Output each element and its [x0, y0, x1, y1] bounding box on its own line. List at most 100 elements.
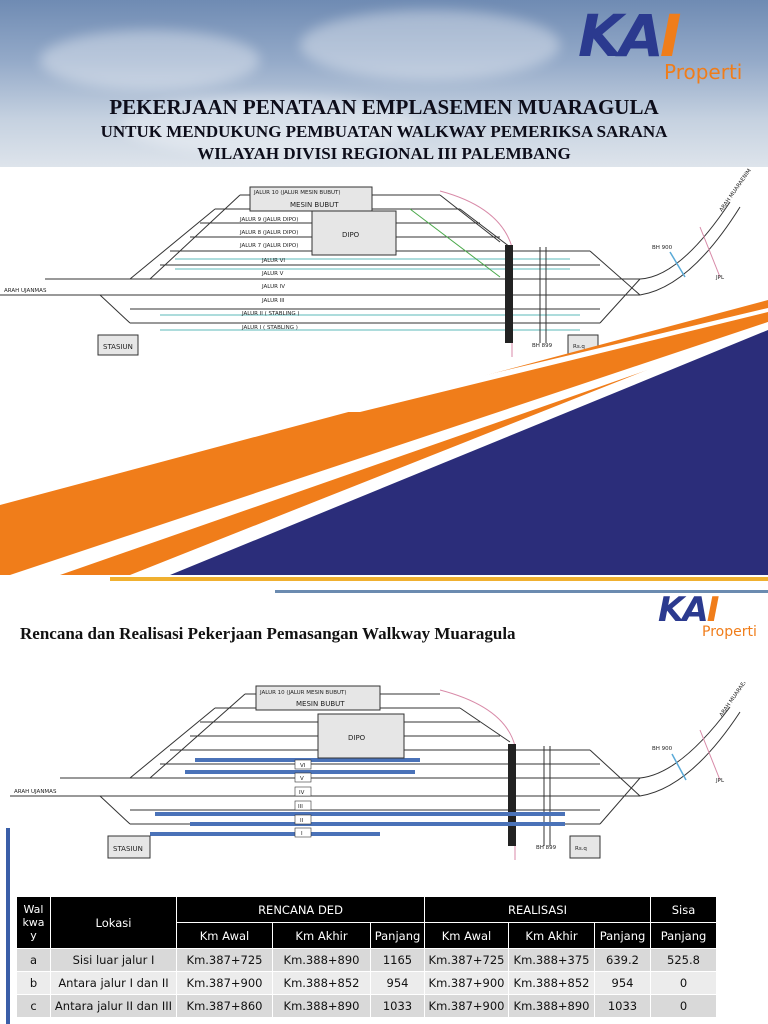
cell-sisa: 0 — [650, 994, 717, 1018]
cell-id: a — [16, 948, 51, 972]
table-row: b Antara jalur I dan II Km.387+900 Km.38… — [16, 971, 717, 995]
cell-km: Km.388+852 — [272, 971, 371, 995]
header-walkway: Walkway — [16, 896, 51, 949]
slide-walkway: KAI Properti Rencana dan Realisasi Peker… — [0, 590, 768, 1024]
direction-label: ARAH UJANMAS — [14, 789, 57, 795]
cell-panjang: 1033 — [370, 994, 425, 1018]
direction-label: ARAH MUARAENIM — [719, 682, 753, 718]
building-label: Rs.q — [573, 344, 585, 350]
header-sisa: Sisa — [650, 896, 717, 923]
building-label: MESIN BUBUT — [296, 700, 345, 708]
track-label: JALUR III — [261, 298, 285, 304]
track-layout-diagram: JALUR 10 (JALUR MESIN BUBUT) MESIN BUBUT… — [0, 167, 768, 357]
cell-id: c — [16, 994, 51, 1018]
track-label: JALUR IV — [261, 284, 285, 290]
building-dipo — [311, 210, 397, 256]
slide-cover: KAI Properti PEKERJAAN PENATAAN EMPLASEM… — [0, 0, 768, 581]
divider-line — [275, 590, 768, 593]
building-label: DIPO — [342, 231, 360, 239]
logo-letter: A — [618, 2, 664, 70]
header-km-akhir: Km Akhir — [272, 922, 371, 949]
header-text: Walkway — [22, 903, 45, 942]
walkway-diagram: VI V IV III II I JALUR 10 (JALUR MESIN B… — [10, 682, 753, 860]
cell-km: Km.387+900 — [424, 994, 509, 1018]
building-dipo — [317, 713, 405, 759]
header-lokasi: Lokasi — [50, 896, 177, 949]
table-row: a Sisi luar jalur I Km.387+725 Km.388+89… — [16, 948, 717, 972]
building-label: STASIUN — [113, 845, 143, 853]
bh-label: BH 900 — [652, 245, 673, 251]
cell-panjang: 954 — [370, 971, 425, 995]
kai-logo-small: KAI Properti — [658, 590, 757, 640]
building-mesin-bubut — [255, 685, 381, 711]
kai-logo: KAI Properti — [578, 2, 742, 84]
track-label: JALUR VI — [261, 258, 285, 264]
table-row: c Antara jalur II dan III Km.387+860 Km.… — [16, 994, 717, 1018]
header-km-akhir: Km Akhir — [508, 922, 595, 949]
building-label: MESIN BUBUT — [290, 201, 339, 209]
cell-km: Km.387+725 — [176, 948, 273, 972]
cell-km: Km.388+890 — [508, 994, 595, 1018]
cell-km: Km.387+860 — [176, 994, 273, 1018]
jpl-label: JPL — [715, 778, 725, 784]
cell-id: b — [16, 971, 51, 995]
walkway-table: Walkway Lokasi RENCANA DED REALISASI Sis… — [16, 896, 717, 1018]
track-label: JALUR 10 (JALUR MESIN BUBUT) — [259, 690, 347, 696]
cell-km: Km.388+890 — [272, 994, 371, 1018]
track-label: II — [300, 818, 304, 824]
building-label: STASIUN — [103, 343, 133, 351]
cell-km: Km.388+375 — [508, 948, 595, 972]
header-rencana: RENCANA DED — [176, 896, 425, 923]
header-realisasi: REALISASI — [424, 896, 651, 923]
bh-label: BH 900 — [652, 746, 673, 752]
building-label: Rs.q — [575, 846, 587, 852]
cover-subtitle-2: WILAYAH DIVISI REGIONAL III PALEMBANG — [197, 144, 571, 163]
track-label: JALUR 9 (JALUR DIPO) — [239, 217, 298, 223]
cell-lokasi: Antara jalur I dan II — [50, 971, 177, 995]
cell-panjang: 639.2 — [594, 948, 651, 972]
cloud — [300, 10, 560, 80]
cell-km: Km.387+900 — [176, 971, 273, 995]
header-panjang: Panjang — [370, 922, 425, 949]
sky-background — [0, 0, 768, 170]
decorative-bands — [0, 300, 768, 581]
track-label: V — [300, 776, 304, 782]
cell-panjang: 954 — [594, 971, 651, 995]
logo-letter: I — [659, 2, 682, 70]
jpl-label: JPL — [715, 275, 725, 281]
building-stasiun — [97, 334, 139, 356]
logo-letter: K — [658, 590, 684, 630]
cover-subtitle-1: UNTUK MENDUKUNG PEMBUATAN WALKWAY PEMERI… — [100, 122, 668, 141]
track-label: JALUR 8 (JALUR DIPO) — [239, 230, 298, 236]
bh-label: BH 899 — [536, 845, 557, 851]
header-panjang: Panjang — [650, 922, 717, 949]
cell-km: Km.387+900 — [424, 971, 509, 995]
track-label: JALUR 7 (JALUR DIPO) — [239, 243, 298, 249]
cloud — [120, 95, 420, 155]
accent-bar — [6, 828, 10, 1024]
cover-title: PEKERJAAN PENATAAN EMPLASEMEN MUARAGULA — [109, 95, 659, 119]
track-label: JALUR 10 (JALUR MESIN BUBUT) — [253, 190, 341, 196]
cell-lokasi: Antara jalur II dan III — [50, 994, 177, 1018]
building-rsq — [569, 835, 601, 859]
cell-panjang: 1165 — [370, 948, 425, 972]
cell-lokasi: Sisi luar jalur I — [50, 948, 177, 972]
logo-subtext: Properti — [664, 60, 743, 84]
building-label: DIPO — [348, 734, 366, 742]
track-label: VI — [300, 763, 306, 769]
track-label: JALUR II ( STABLING ) — [241, 311, 299, 317]
direction-label: ARAH UJANMAS — [4, 288, 47, 294]
cell-sisa: 0 — [650, 971, 717, 995]
track-label: IV — [299, 790, 305, 796]
track-label: III — [298, 804, 303, 810]
bh-label: BH 899 — [532, 343, 553, 349]
cell-km: Km.387+725 — [424, 948, 509, 972]
building-stasiun — [107, 835, 151, 859]
track-label: I — [301, 831, 303, 837]
cell-km: Km.388+890 — [272, 948, 371, 972]
logo-letter: I — [706, 590, 720, 630]
cloud — [40, 30, 260, 90]
cell-sisa: 525.8 — [650, 948, 717, 972]
header-panjang: Panjang — [594, 922, 651, 949]
logo-letter: A — [682, 590, 708, 630]
